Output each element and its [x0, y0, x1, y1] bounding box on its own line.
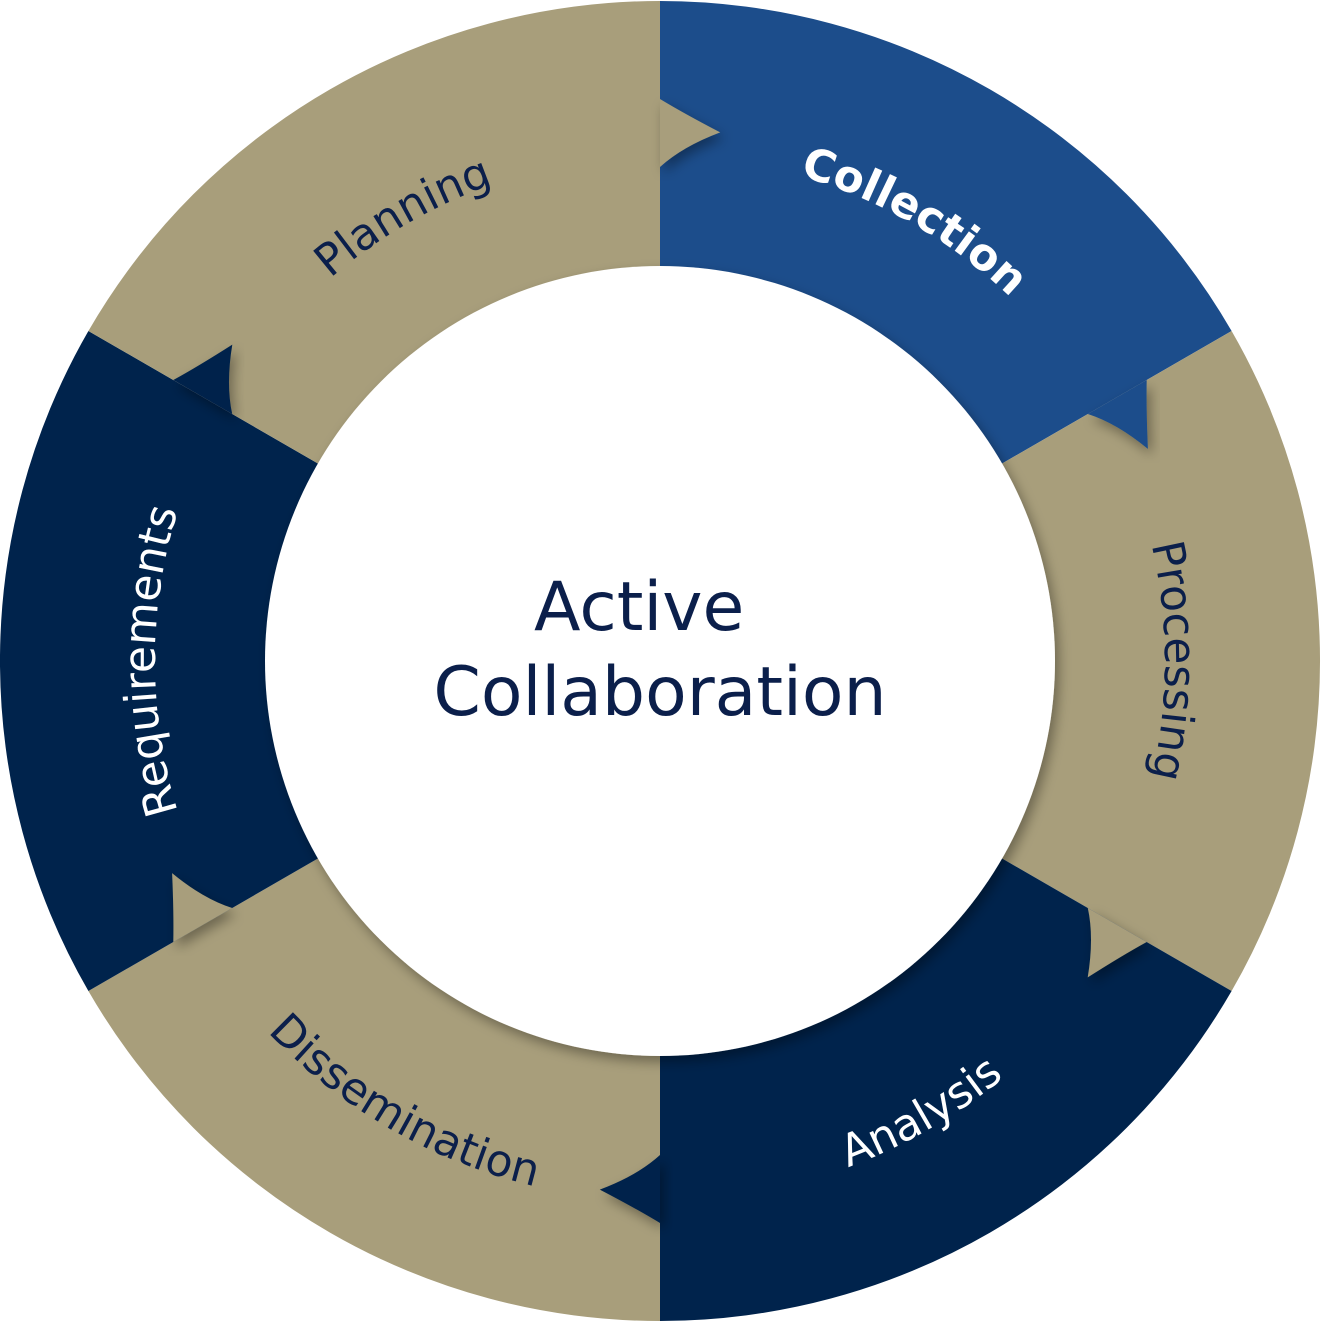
stage-segment-requirements: [0, 331, 321, 991]
arrow-tip-dissemination: [172, 873, 233, 942]
center-circle: [265, 266, 1055, 1056]
arrow-tip-collection: [1087, 380, 1148, 449]
arrow-tip-planning: [660, 99, 721, 167]
stage-segment-processing: [999, 331, 1321, 991]
arrow-tip-processing: [1087, 908, 1147, 978]
stage-segment-dissemination: [88, 857, 660, 1321]
arrow-tip-analysis: [599, 1155, 660, 1223]
arrow-tip-requirements: [173, 344, 233, 414]
center-title-line-2: Collaboration: [433, 653, 886, 732]
svg-text:Active Collaboration: Active Collaboration: [433, 568, 886, 732]
stage-segment-collection: [660, 0, 1232, 465]
center-title-line-1: Active: [534, 568, 744, 647]
